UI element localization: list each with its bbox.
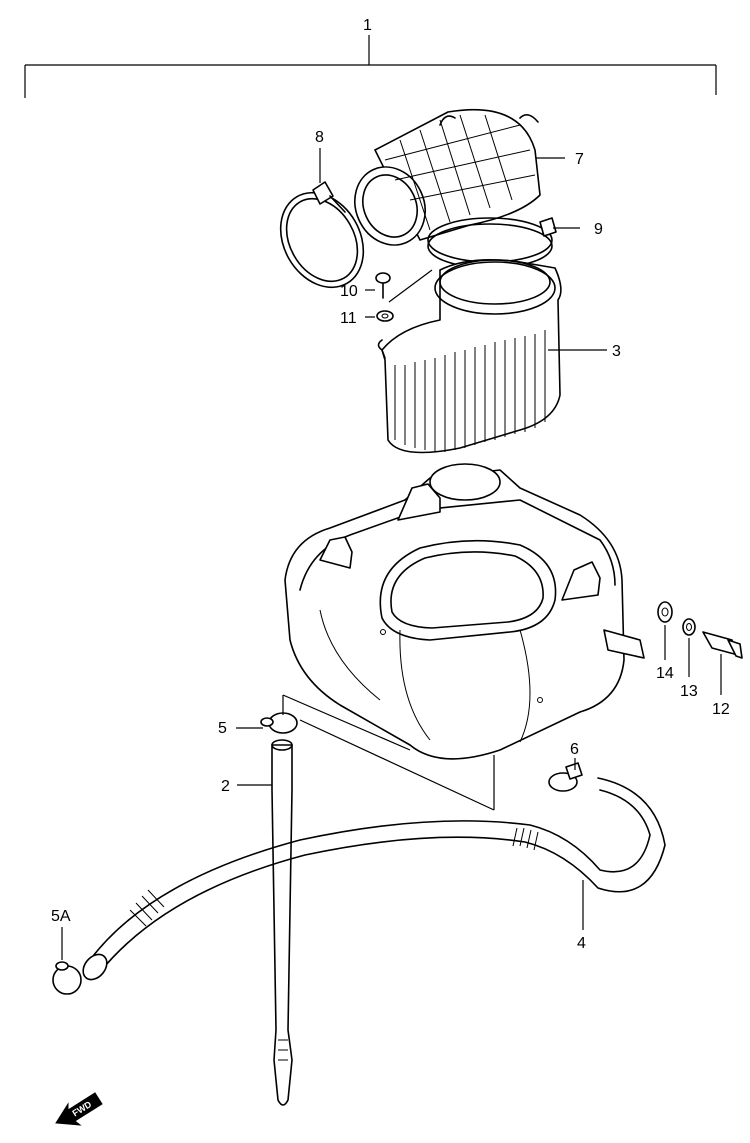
bolt-part-12 <box>702 631 743 659</box>
callout-5a: 5A <box>51 908 71 925</box>
air-cleaner-case <box>284 463 645 760</box>
plug-part-5a <box>52 961 82 995</box>
forward-arrow-icon: FWD <box>55 1092 103 1126</box>
washer-part-13 <box>682 618 696 636</box>
callout-12: 12 <box>712 701 730 718</box>
washer-part-11 <box>376 310 394 322</box>
hose-part-4 <box>82 777 666 981</box>
plug-part-5 <box>260 712 298 734</box>
callout-10: 10 <box>340 283 358 300</box>
leader-lines <box>61 148 722 960</box>
clamp-part-6 <box>548 762 583 792</box>
washer-part-14 <box>657 601 673 623</box>
screw-part-10 <box>375 272 391 299</box>
callout-13: 13 <box>680 683 698 700</box>
callout-8: 8 <box>315 129 324 146</box>
callout-11: 11 <box>340 310 357 327</box>
air-cleaner-element-part-3 <box>377 258 562 454</box>
drain-tube-part-2 <box>271 739 293 1106</box>
assembly-bracket <box>24 35 717 98</box>
callout-9: 9 <box>594 221 603 238</box>
intake-boot-part-7 <box>354 108 541 246</box>
callout-14: 14 <box>656 665 674 682</box>
callout-7: 7 <box>575 151 584 168</box>
callout-5: 5 <box>218 720 227 737</box>
callout-2: 2 <box>221 778 230 795</box>
callout-1: 1 <box>363 17 372 34</box>
callout-4: 4 <box>577 935 586 952</box>
reference-lines <box>282 694 495 811</box>
callout-3: 3 <box>612 343 621 360</box>
clamp-part-8 <box>279 181 365 289</box>
callout-6: 6 <box>570 741 579 758</box>
